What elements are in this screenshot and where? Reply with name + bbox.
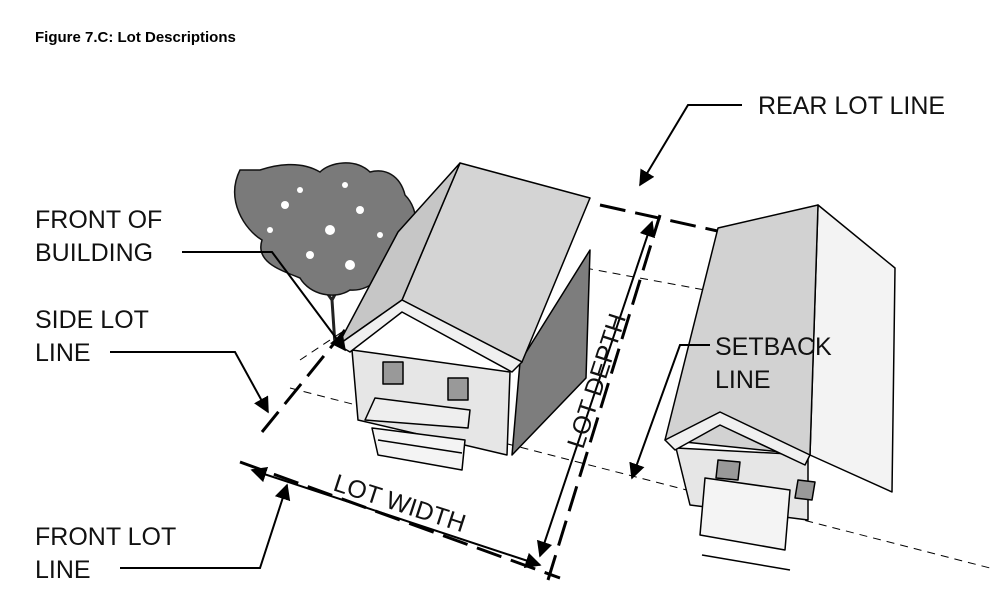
- right-house: [664, 204, 896, 571]
- front-of-building-label-2: BUILDING: [35, 239, 153, 267]
- front-of-building-label-1: FRONT OF: [35, 206, 162, 234]
- setback-line-label-2: LINE: [715, 366, 771, 394]
- leader-arrows: [110, 104, 742, 569]
- front-lot-line-label-2: LINE: [35, 556, 91, 584]
- setback-line-label-1: SETBACK: [715, 333, 832, 361]
- front-lot-line: [239, 460, 561, 580]
- side-lot-line-label-2: LINE: [35, 339, 91, 367]
- lot-depth-dimension: [536, 220, 656, 558]
- lot-width-dimension: [250, 466, 542, 569]
- rear-lot-line-label: REAR LOT LINE: [758, 92, 945, 120]
- left-side-lot-line: [260, 329, 347, 433]
- side-lot-line-label-1: SIDE LOT: [35, 306, 149, 334]
- front-lot-line-label-1: FRONT LOT: [35, 523, 176, 551]
- figure-title: Figure 7.C: Lot Descriptions: [35, 29, 236, 46]
- rear-lot-line: [599, 203, 723, 234]
